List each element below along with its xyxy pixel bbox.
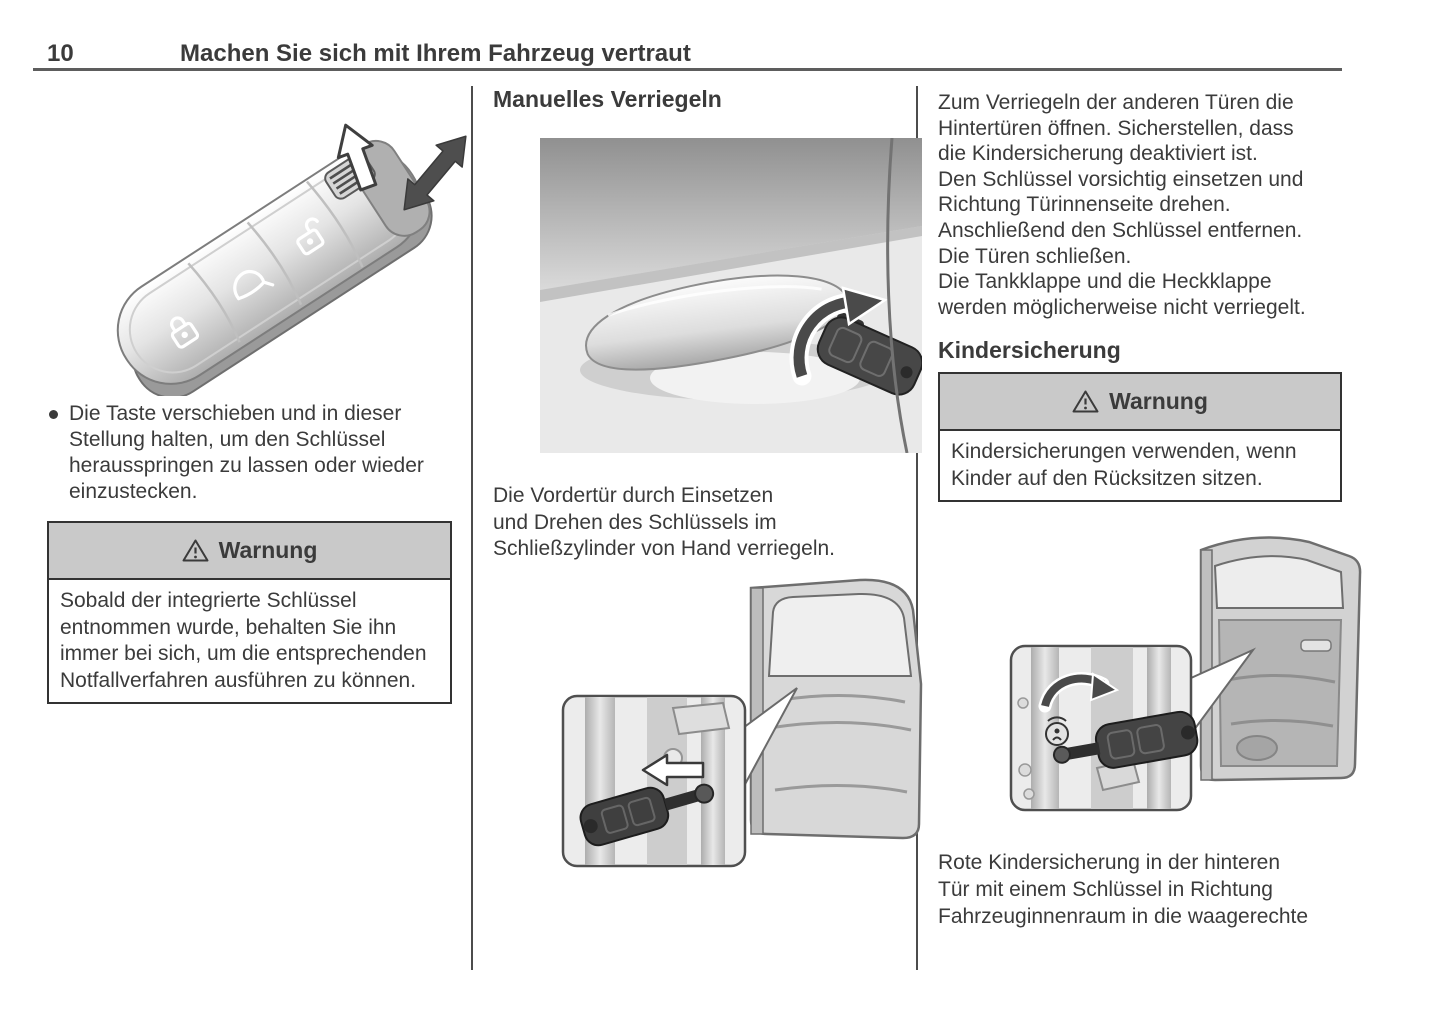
key-extract-arrow-icon [403, 135, 467, 211]
warning-title: Warnung [1109, 388, 1208, 414]
section-heading-manual-locking: Manuelles Verriegeln [493, 86, 722, 112]
warning-triangle-icon [182, 539, 209, 562]
key-in-lock-cylinder [579, 783, 715, 847]
insert-direction-arrow-icon [641, 753, 705, 787]
key-in-child-lock [1052, 710, 1199, 769]
bullet-dot-icon [49, 410, 58, 419]
header-rule [33, 68, 1342, 71]
rotate-key-arrow-icon [1038, 672, 1120, 713]
door-handle-illustration [540, 138, 922, 453]
front-door-figure [555, 576, 930, 881]
turn-key-arrow-icon [789, 286, 888, 386]
key-fob-figure [100, 111, 485, 396]
warning-header: Warnung [940, 374, 1340, 431]
open-rear-door [1199, 536, 1362, 782]
slide-direction-arrow-icon [336, 123, 378, 192]
child-lock-icon [1045, 716, 1069, 746]
column-divider-right [916, 86, 918, 970]
unlock-icon [296, 217, 325, 256]
warning-triangle-icon [1072, 390, 1099, 413]
page-title: Machen Sie sich mit Ihrem Fahrzeug vertr… [180, 40, 691, 67]
lock-icon [170, 316, 200, 349]
warning-header: Warnung [49, 523, 450, 580]
door-handle-figure [540, 138, 922, 453]
rear-door-figure [1005, 528, 1367, 828]
key-fob-illustration [116, 123, 467, 396]
section-heading-child-lock: Kindersicherung [938, 337, 1121, 363]
tailgate-icon [233, 269, 275, 301]
open-front-door [749, 578, 923, 840]
warning-box-key: Warnung Sobald der integrierte Schlüssel… [47, 521, 452, 704]
rear-door-illustration [1009, 536, 1362, 812]
warning-box-child-lock: Warnung Kindersicherungen verwenden, wen… [938, 372, 1342, 502]
column-divider-left [471, 86, 473, 970]
warning-title: Warnung [218, 537, 318, 563]
door-gap-line [886, 138, 909, 453]
page-number: 10 [47, 40, 74, 67]
front-door-illustration [561, 578, 923, 868]
